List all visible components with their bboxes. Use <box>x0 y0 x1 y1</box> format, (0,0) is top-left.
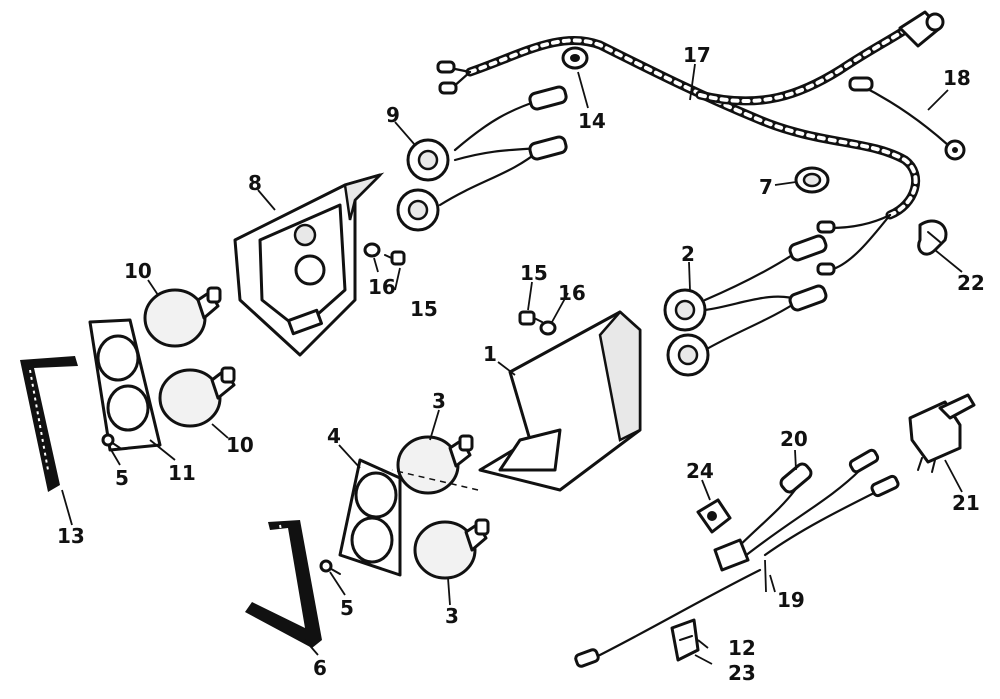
part-24-clip <box>696 498 732 534</box>
part-12-23-connector <box>670 618 700 662</box>
part-18-ground-wire <box>848 76 966 161</box>
callout-10-upper: 10 <box>124 259 152 283</box>
part-4-lens-plate <box>338 458 402 577</box>
part-10-bulb-upper <box>143 286 222 348</box>
part-5-screw-lower <box>319 559 341 575</box>
callout-23: 23 <box>728 661 756 685</box>
part-10-bulb-lower <box>158 366 236 428</box>
part-16-washer-upper <box>363 242 381 258</box>
part-6-bracket <box>245 520 322 648</box>
part-8-housing <box>233 172 385 357</box>
part-3-bulb-upper <box>396 434 474 495</box>
part-14-grommet <box>561 46 589 70</box>
part-17-wiring-harness <box>436 10 945 276</box>
part-20-fuse-holder <box>713 448 880 572</box>
callout-2: 2 <box>681 242 695 266</box>
callout-3-lower: 3 <box>445 604 459 628</box>
part-5-screw-upper <box>101 433 121 449</box>
callout-9: 9 <box>386 103 400 127</box>
callout-8: 8 <box>248 171 262 195</box>
callout-21: 21 <box>952 491 980 515</box>
alignment-line <box>391 469 479 491</box>
callout-4: 4 <box>327 424 341 448</box>
part-1-housing <box>478 310 642 492</box>
leader-lines <box>61 63 963 665</box>
callout-14: 14 <box>578 109 606 133</box>
callout-15-lower: 15 <box>520 261 548 285</box>
part-9-socket-assembly <box>396 85 568 232</box>
callout-17: 17 <box>683 43 711 67</box>
callout-7: 7 <box>759 175 773 199</box>
part-22-clip <box>917 219 948 256</box>
part-21-toggle-switch <box>908 393 976 473</box>
callout-6: 6 <box>313 656 327 680</box>
callout-1: 1 <box>483 342 497 366</box>
callout-5-lower: 5 <box>340 596 354 620</box>
callout-10-lower: 10 <box>226 433 254 457</box>
callout-24: 24 <box>686 459 714 483</box>
callout-11: 11 <box>168 461 196 485</box>
part-15-screw-lower <box>518 310 543 326</box>
part-3-bulb-lower <box>413 518 490 580</box>
part-16-washer-lower <box>539 320 557 336</box>
part-11-lens-plate <box>88 318 162 452</box>
callout-3-upper: 3 <box>432 389 446 413</box>
callout-labels: 1 2 3 3 4 5 5 6 7 8 9 10 10 11 12 13 14 … <box>57 43 985 685</box>
callout-16-upper: 16 <box>368 275 396 299</box>
callout-16-lower: 16 <box>558 281 586 305</box>
callout-12: 12 <box>728 636 756 660</box>
part-19-wire-set <box>574 474 900 668</box>
callout-18: 18 <box>943 66 971 90</box>
part-15-screw-upper <box>384 250 406 266</box>
callout-22: 22 <box>957 271 985 295</box>
part-2-socket-assembly <box>663 234 828 377</box>
callout-13: 13 <box>57 524 85 548</box>
part-7-grommet <box>794 166 830 194</box>
callout-15-upper: 15 <box>410 297 438 321</box>
part-13-bracket <box>20 356 78 492</box>
callout-19: 19 <box>777 588 805 612</box>
callout-20: 20 <box>780 427 808 451</box>
callout-5-upper: 5 <box>115 466 129 490</box>
